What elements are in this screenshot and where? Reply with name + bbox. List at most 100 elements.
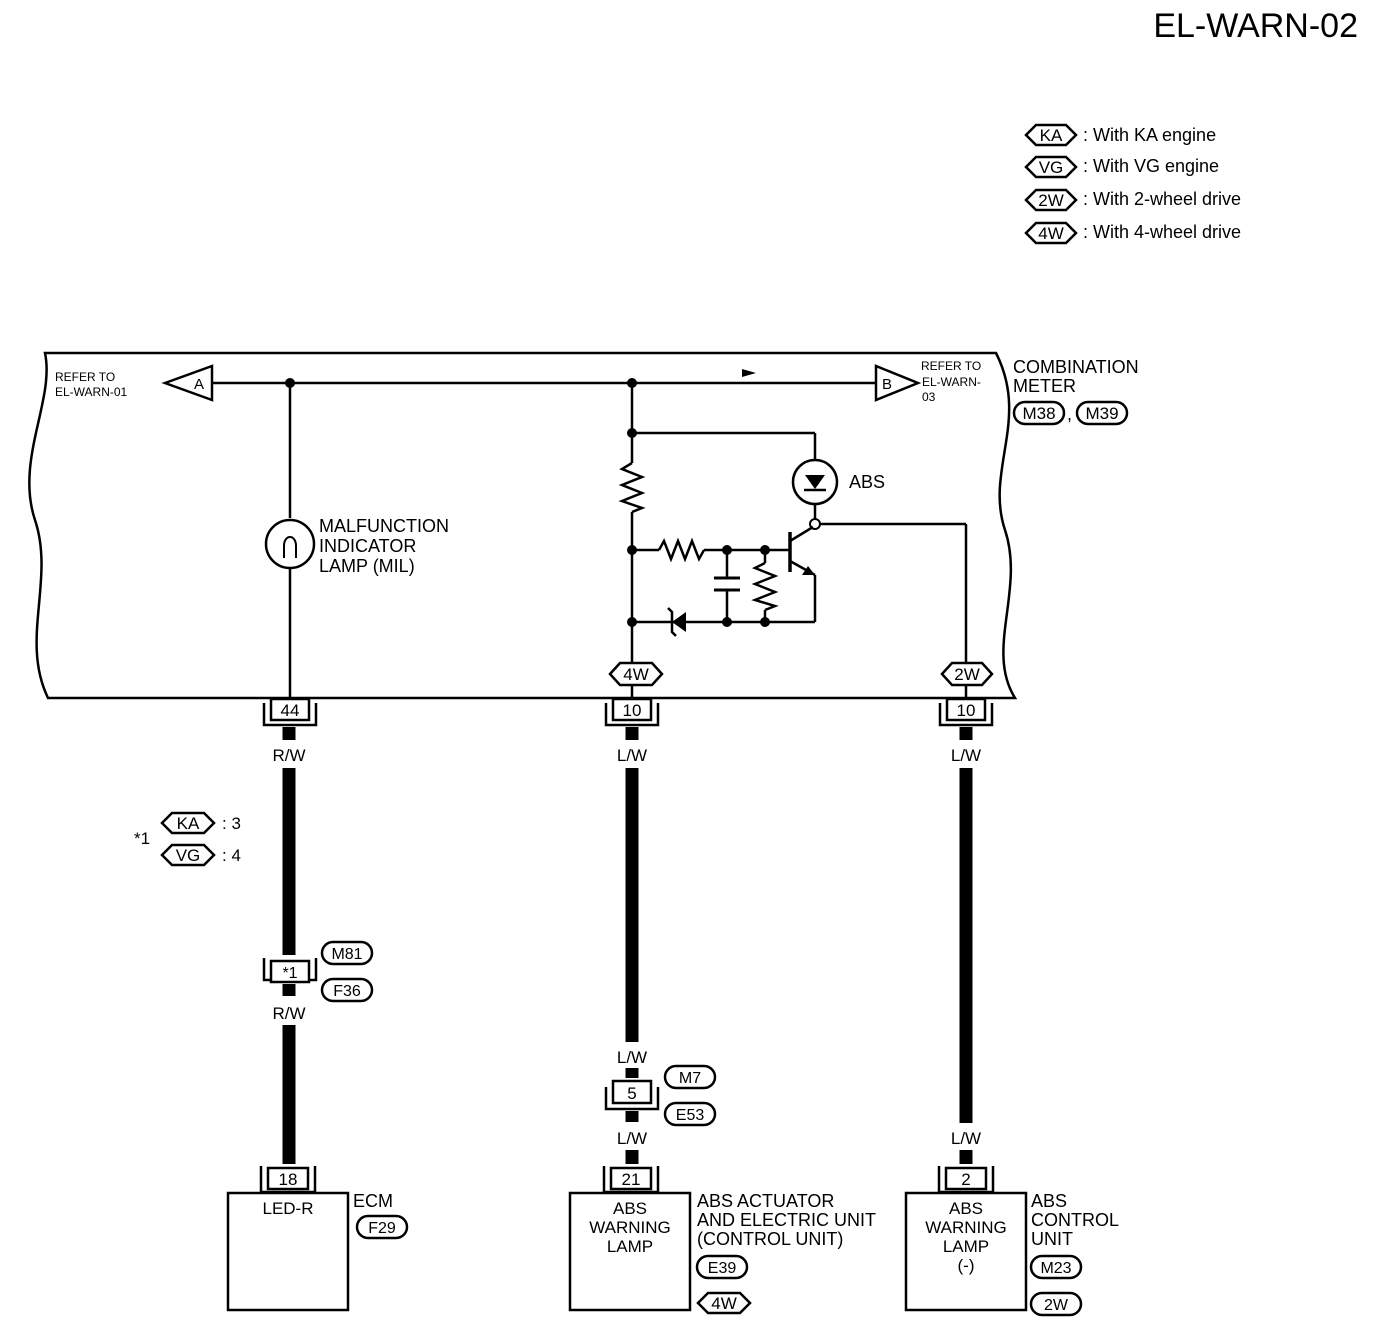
pin-box [945, 697, 987, 722]
abs-actuator-unit: 21 ABS WARNING LAMP ABS ACTUATOR AND ELE… [568, 1166, 876, 1315]
connector-tag-f36: F36 [333, 983, 361, 1000]
hex-badge [1024, 221, 1078, 245]
ref-b-flag [874, 364, 922, 402]
meter-connector-m38: M38 [1022, 404, 1055, 423]
mil-label-line1: MALFUNCTION [319, 516, 449, 536]
connector-tag [1075, 400, 1129, 426]
legend-item-4w: 4W : With 4-wheel drive [1024, 221, 1241, 245]
pin-box [944, 1166, 988, 1191]
connector-tag [663, 1101, 717, 1127]
ref-b-line1: REFER TO [921, 359, 981, 373]
variant-tag-4w-label: 4W [623, 665, 649, 684]
combination-meter-outline [28, 351, 1018, 700]
connector-tag [320, 977, 374, 1003]
footnote-mark: *1 [134, 829, 150, 848]
ecm-connector: F29 [368, 1220, 396, 1237]
abs-actuator-inner-3: LAMP [607, 1237, 653, 1256]
junction-dot [722, 617, 732, 627]
page-title: EL-WARN-02 [1153, 7, 1358, 45]
ref-a-letter: A [194, 376, 204, 393]
legend-item-vg: VG : With VG engine [1024, 155, 1219, 179]
wire-color-lw-right-top: L/W [951, 746, 981, 765]
wire-color-rw-top: R/W [272, 746, 305, 765]
diode-triangle-icon [805, 475, 825, 489]
transistor-collector-icon [789, 525, 814, 543]
mil-label-line3: LAMP (MIL) [319, 556, 415, 576]
abs-actuator-name-3: (CONTROL UNIT) [697, 1229, 843, 1249]
connector-bracket [604, 703, 660, 727]
abs-actuator-name-1: ABS ACTUATOR [697, 1191, 834, 1211]
connector-tag [695, 1254, 749, 1280]
connector-tag [663, 1064, 717, 1090]
abs-actuator-box [568, 1191, 692, 1312]
abs-actuator-inner-2: WARNING [589, 1218, 671, 1237]
pin-number: 2 [961, 1170, 970, 1189]
pin-number: 21 [622, 1170, 641, 1189]
legend-code-2w: 2W [1038, 191, 1064, 210]
connector-pin-10-4w: 10 [604, 697, 660, 727]
abs-control-name-2: CONTROL [1031, 1210, 1119, 1230]
connector-tag-m7: M7 [679, 1070, 701, 1087]
meter-connector-separator: , [1067, 404, 1072, 424]
connector-pin-10-2w: 10 [938, 697, 994, 727]
hex-badge [160, 811, 216, 835]
abs-indicator-label: ABS [849, 472, 885, 492]
abs-control-connector: M23 [1040, 1260, 1071, 1277]
pin-number: 10 [623, 701, 642, 720]
abs-control-inner-1: ABS [949, 1199, 983, 1218]
legend-code-4w: 4W [1038, 224, 1064, 243]
pin-box [269, 959, 311, 984]
pin-number: 10 [957, 701, 976, 720]
zener-bar-icon [667, 607, 677, 637]
zener-diode-icon [672, 612, 686, 632]
pin-box [269, 697, 311, 722]
meter-name-line2: METER [1013, 376, 1076, 396]
resistor-icon [657, 537, 706, 563]
connector-tag [320, 940, 374, 966]
variant-tag-2w [940, 661, 994, 687]
legend-item-ka: KA : With KA engine [1024, 123, 1216, 147]
abs-actuator-variant: 4W [711, 1294, 737, 1313]
abs-control-variant: 2W [1044, 1297, 1069, 1314]
hex-badge [696, 1291, 752, 1315]
pin-box [611, 697, 653, 722]
transistor-arrow-icon [802, 566, 815, 575]
abs-control-name-3: UNIT [1031, 1229, 1073, 1249]
connector-bracket [604, 1087, 660, 1111]
meter-connector-m39: M39 [1085, 404, 1118, 423]
hex-badge [1024, 155, 1078, 179]
connector-tag [1029, 1254, 1083, 1280]
pin-box [266, 1166, 310, 1191]
mil-lamp-icon [264, 518, 316, 570]
wire-color-lw-right-bottom: L/W [951, 1129, 981, 1148]
legend-text-2w: : With 2-wheel drive [1083, 189, 1241, 209]
ref-b-line3: 03 [922, 390, 936, 404]
connector-tag [355, 1214, 409, 1240]
pin-box [611, 1079, 653, 1105]
ref-b-letter: B [882, 376, 892, 393]
connector-tag-m81: M81 [331, 946, 362, 963]
connector-tag-e53: E53 [676, 1107, 705, 1124]
abs-indicator-circuit: ABS [618, 378, 968, 698]
hex-badge [160, 843, 216, 867]
ref-b-line2: EL-WARN- [922, 375, 981, 389]
wire-color-lw-mid-top: L/W [617, 746, 647, 765]
pin-number: 5 [627, 1084, 636, 1103]
hex-badge [1024, 123, 1078, 147]
abs-actuator-connector: E39 [708, 1260, 737, 1277]
pin-number: 18 [279, 1170, 298, 1189]
ecm-inner-label: LED-R [262, 1199, 313, 1218]
wire-color-lw-m7-bottom: L/W [617, 1129, 647, 1148]
legend: KA : With KA engine VG : With VG engine … [1024, 123, 1241, 245]
hex-badge [1024, 188, 1078, 212]
footnote-vg-code: VG [176, 846, 201, 865]
junction-dot [760, 617, 770, 627]
ref-a-line1: REFER TO [55, 370, 115, 384]
footnote-ka-value: : 3 [222, 814, 241, 833]
variant-tag-2w-label: 2W [954, 665, 980, 684]
legend-code-ka: KA [1040, 126, 1063, 145]
mil-label-line2: INDICATOR [319, 536, 416, 556]
abs-actuator-inner-1: ABS [613, 1199, 647, 1218]
connector-tag [1012, 400, 1066, 426]
